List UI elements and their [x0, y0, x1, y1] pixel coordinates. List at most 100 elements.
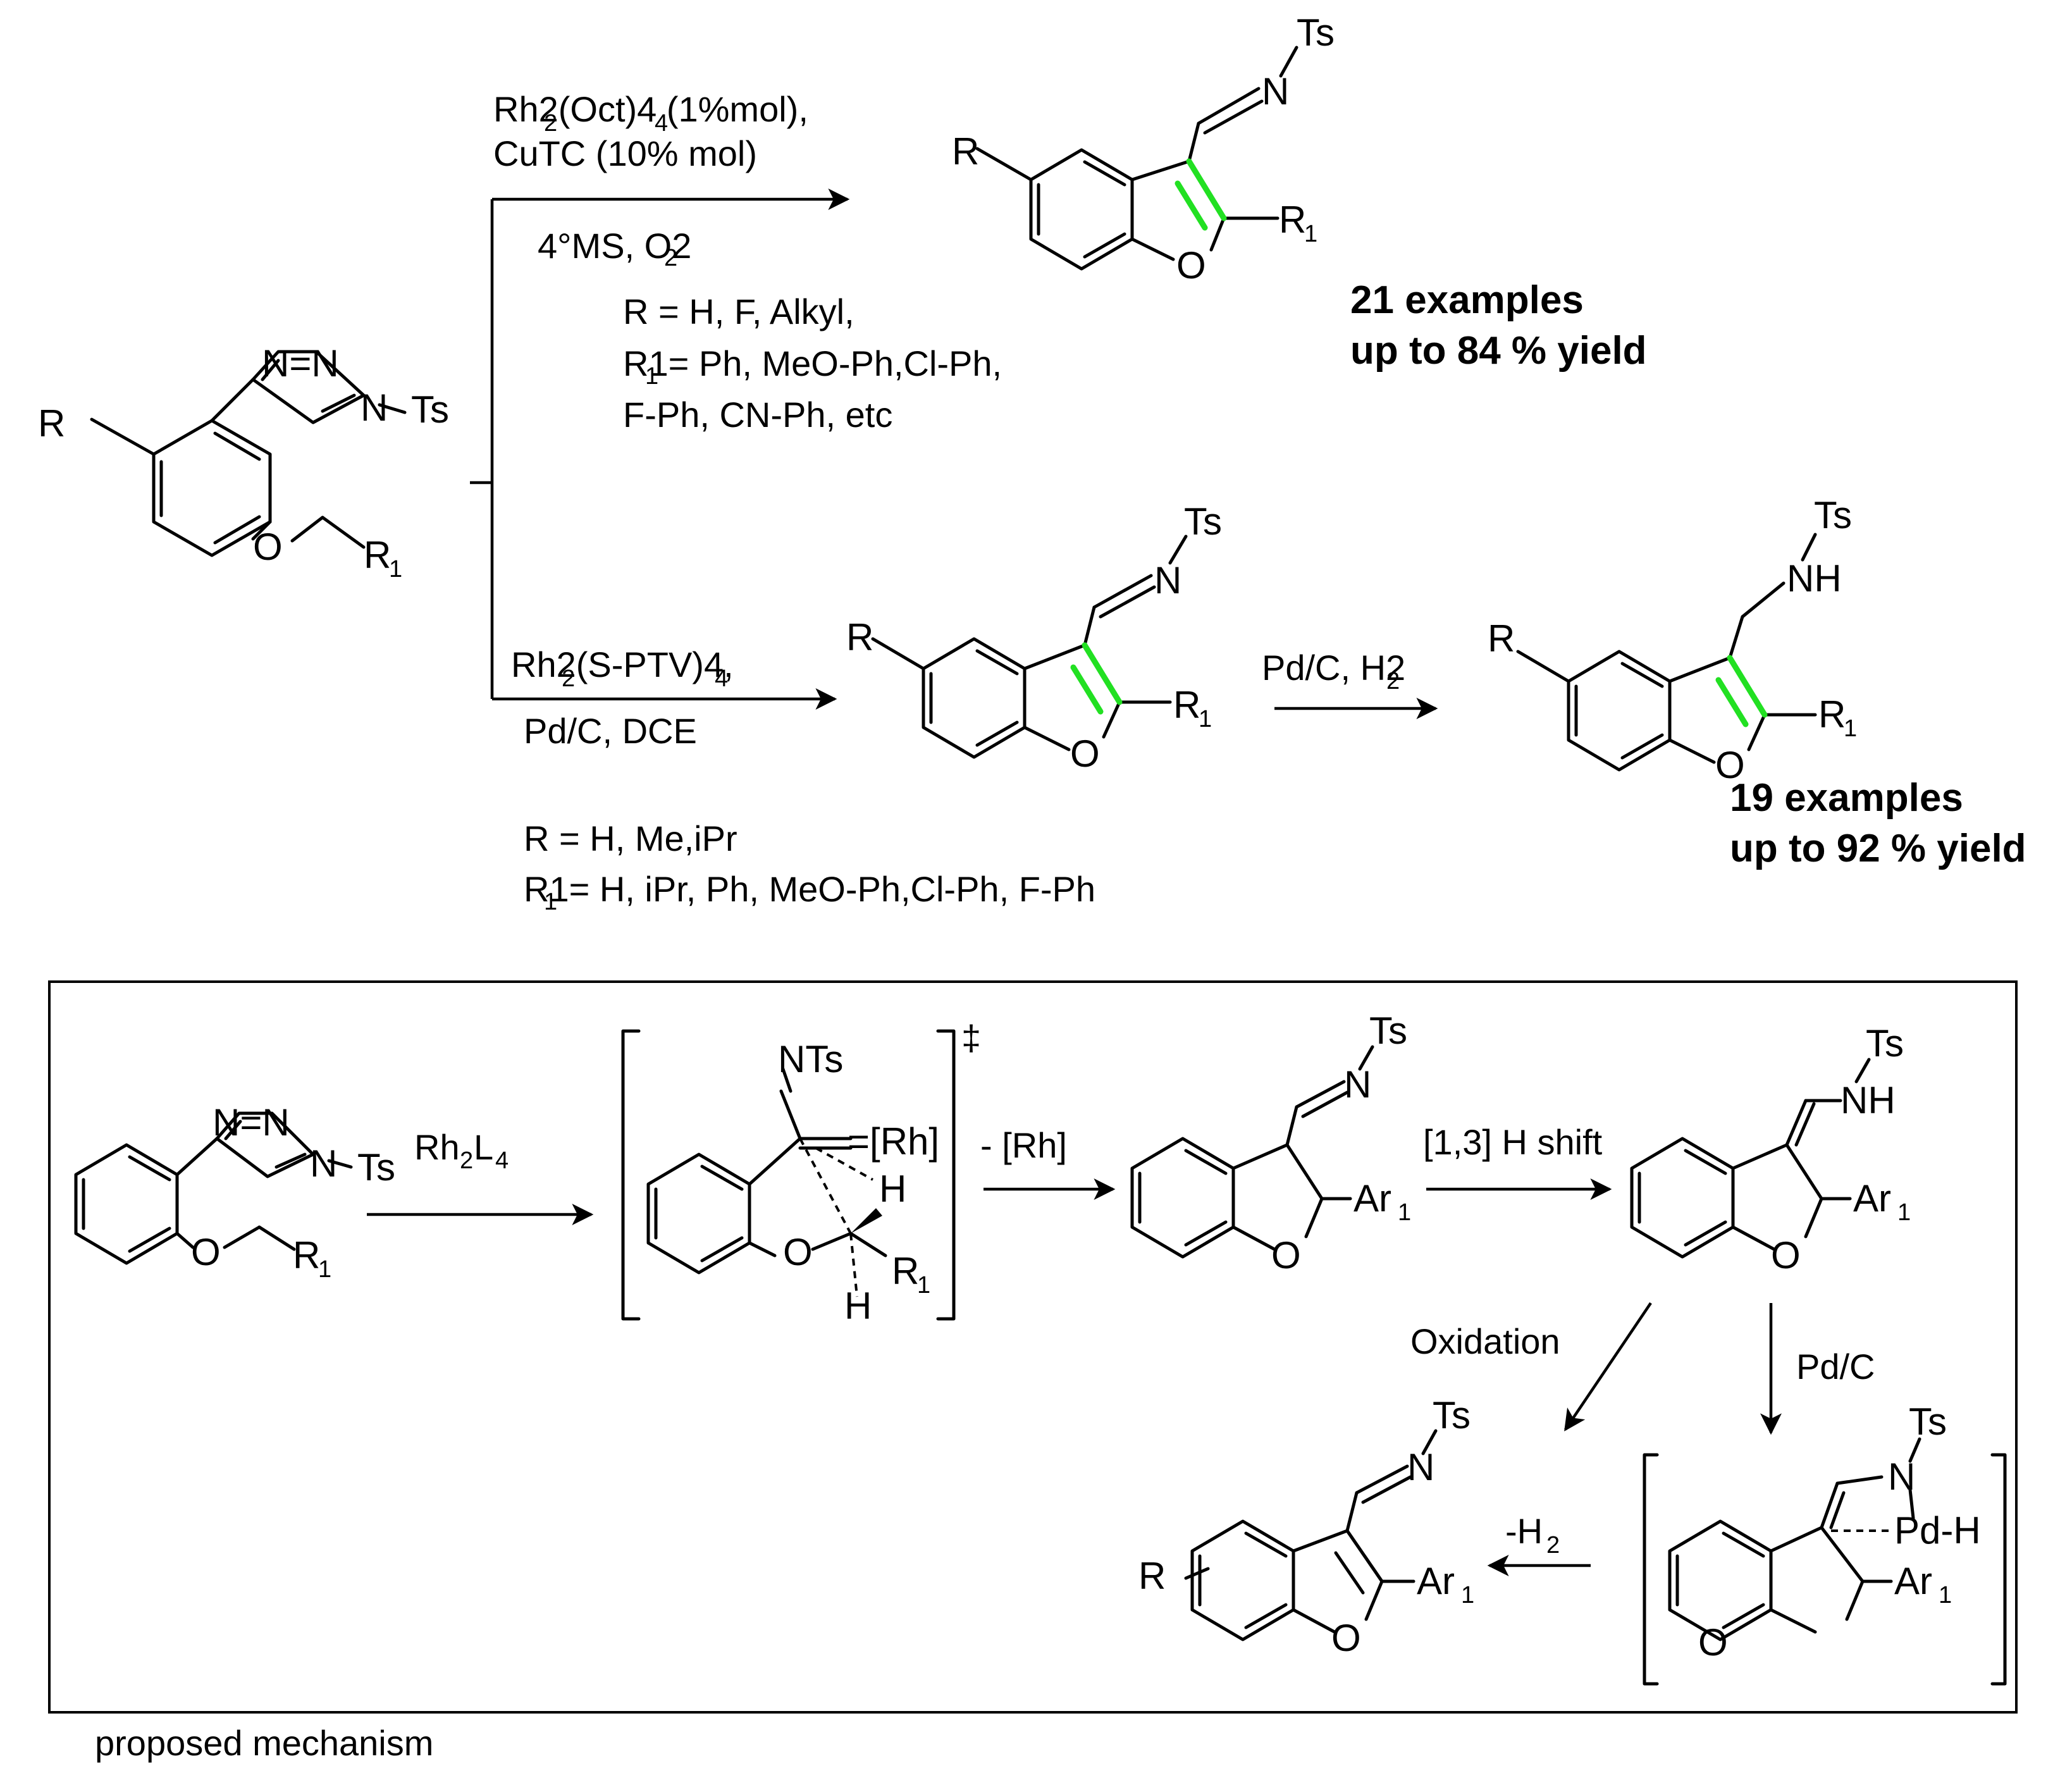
- svg-text:Ts: Ts: [1369, 1010, 1407, 1052]
- mechanism-caption: proposed mechanism: [95, 1723, 433, 1763]
- svg-text:NH: NH: [1787, 557, 1842, 600]
- rh2l4-label: Rh 2 L 4: [414, 1127, 509, 1174]
- svg-text:R: R: [38, 402, 65, 445]
- svg-text:2: 2: [664, 245, 677, 271]
- svg-text:Rh2(Oct)4 (1%mol),: Rh2(Oct)4 (1%mol),: [493, 89, 808, 129]
- svg-text:R: R: [846, 616, 873, 658]
- svg-text:O: O: [1070, 732, 1100, 775]
- svg-text:4: 4: [655, 110, 668, 137]
- svg-text:R1= Ph, MeO-Ph,Cl-Ph,: R1= Ph, MeO-Ph,Cl-Ph,: [623, 343, 1002, 383]
- svg-text:R = H, Me,iPr: R = H, Me,iPr: [524, 819, 737, 858]
- svg-text:N: N: [310, 1142, 337, 1185]
- svg-text:Ts: Ts: [1297, 11, 1335, 54]
- svg-text:Rh: Rh: [414, 1127, 460, 1167]
- svg-text:Ts: Ts: [411, 388, 449, 431]
- svg-text:R: R: [293, 1234, 320, 1276]
- minus-h2-label: -H 2: [1505, 1511, 1560, 1559]
- svg-text:N: N: [1407, 1446, 1434, 1488]
- mech-dihydro-imine: O N Ts Ar 1: [1130, 1010, 1411, 1276]
- mech-pd-intermediate: O N Ts Pd-H Ar 1: [1643, 1400, 2007, 1686]
- svg-text:N: N: [1154, 559, 1181, 602]
- top-result: 21 examples up to 84 % yield: [1350, 278, 1647, 373]
- svg-text:21 examples: 21 examples: [1350, 278, 1584, 322]
- svg-text:up to 92 % yield: up to 92 % yield: [1730, 827, 2026, 870]
- bottom-benzofuran-imine: R O N Ts R 1: [846, 500, 1222, 775]
- bottom-conditions: Rh2(S-PTV)4, Pd/C, DCE Pd/C, H2 R = H, M…: [511, 645, 1405, 909]
- svg-text:N=N: N=N: [262, 342, 339, 385]
- starting-triazole: [90, 350, 407, 557]
- svg-text:1: 1: [1939, 1582, 1952, 1609]
- svg-text:Ar: Ar: [1894, 1560, 1932, 1602]
- mech-triazole: N=N N Ts O R 1: [74, 1101, 395, 1283]
- svg-text:19 examples: 19 examples: [1730, 776, 1963, 820]
- mech-enamine: O NH Ts Ar 1: [1630, 1022, 1911, 1276]
- minus-rh-label: - [Rh]: [980, 1125, 1067, 1165]
- svg-text:R: R: [1488, 617, 1515, 660]
- svg-text:O: O: [191, 1231, 221, 1273]
- svg-text:4: 4: [495, 1147, 509, 1174]
- svg-text:4: 4: [715, 665, 728, 692]
- svg-text:1: 1: [1398, 1199, 1411, 1226]
- svg-text:R: R: [364, 534, 391, 576]
- svg-text:1: 1: [389, 556, 402, 583]
- svg-text:‡: ‡: [961, 1018, 981, 1058]
- svg-text:H: H: [844, 1285, 872, 1327]
- svg-text:Ts: Ts: [1814, 494, 1852, 536]
- svg-text:N: N: [1888, 1455, 1915, 1498]
- svg-text:N=N: N=N: [213, 1101, 290, 1144]
- branch-lines: [470, 188, 850, 710]
- svg-text:2: 2: [562, 665, 575, 692]
- svg-text:R: R: [1818, 693, 1846, 736]
- svg-text:R1= H, iPr, Ph, MeO-Ph,Cl-Ph,: R1= H, iPr, Ph, MeO-Ph,Cl-Ph, F-Ph: [524, 869, 1095, 909]
- svg-text:Ts: Ts: [357, 1146, 395, 1189]
- svg-text:Ts: Ts: [1909, 1400, 1947, 1443]
- svg-text:NH: NH: [1841, 1079, 1896, 1121]
- svg-text:Ar: Ar: [1354, 1177, 1391, 1220]
- svg-text:Ts: Ts: [1184, 500, 1222, 543]
- svg-text:1: 1: [645, 363, 658, 390]
- top-product-benzofuran: R O N Ts R 1: [952, 11, 1335, 287]
- svg-text:Pd-H: Pd-H: [1894, 1509, 1981, 1552]
- pdc-label: Pd/C: [1796, 1347, 1875, 1387]
- svg-text:2: 2: [1386, 668, 1400, 695]
- svg-text:F-Ph, CN-Ph, etc: F-Ph, CN-Ph, etc: [623, 395, 892, 435]
- svg-text:NTs: NTs: [778, 1038, 843, 1080]
- svg-text:Ts: Ts: [1866, 1022, 1904, 1065]
- svg-text:R = H, F, Alkyl,: R = H, F, Alkyl,: [623, 292, 854, 331]
- svg-text:Pd/C, DCE: Pd/C, DCE: [524, 711, 697, 751]
- svg-text:R: R: [1138, 1555, 1166, 1597]
- svg-text:Ts: Ts: [1433, 1394, 1471, 1436]
- svg-text:O: O: [1771, 1234, 1801, 1276]
- svg-text:1: 1: [544, 889, 557, 915]
- svg-text:2: 2: [1546, 1532, 1560, 1559]
- svg-text:1: 1: [1199, 706, 1212, 732]
- svg-text:2: 2: [460, 1147, 473, 1174]
- svg-text:R: R: [1279, 199, 1306, 241]
- svg-text:Ar: Ar: [1853, 1177, 1891, 1220]
- svg-text:1: 1: [1844, 715, 1857, 742]
- svg-text:R: R: [1173, 684, 1200, 726]
- svg-text:O: O: [783, 1231, 813, 1273]
- subscript-fixes: 2 4 2 1 2 4 2 1: [544, 110, 1400, 915]
- top-conditions: Rh2(Oct)4 (1%mol), CuTC (10% mol) 4°MS, …: [493, 89, 1002, 435]
- svg-text:O: O: [1176, 244, 1206, 287]
- svg-text:Ar: Ar: [1417, 1560, 1455, 1602]
- transition-state: ‡ NTs =[Rh] H O R 1 H: [621, 1018, 981, 1327]
- mechanism-box: [48, 980, 2018, 1714]
- bottom-benzofuran-amine: R O NH Ts R 1: [1488, 494, 1857, 786]
- svg-text:O: O: [1331, 1617, 1361, 1659]
- svg-text:Rh2(S-PTV)4,: Rh2(S-PTV)4,: [511, 645, 734, 684]
- svg-text:1: 1: [1461, 1582, 1474, 1609]
- svg-text:H: H: [879, 1168, 906, 1210]
- svg-text:CuTC (10% mol): CuTC (10% mol): [493, 133, 757, 173]
- svg-text:O: O: [1271, 1234, 1301, 1276]
- svg-text:1: 1: [318, 1256, 331, 1283]
- svg-text:R: R: [952, 130, 979, 173]
- svg-text:1: 1: [917, 1272, 930, 1299]
- svg-text:O: O: [1698, 1621, 1728, 1664]
- svg-text:up to 84 % yield: up to 84 % yield: [1350, 329, 1647, 373]
- svg-text:Pd/C, H2: Pd/C, H2: [1262, 648, 1405, 688]
- svg-text:1: 1: [1897, 1199, 1911, 1226]
- svg-text:L: L: [474, 1127, 493, 1167]
